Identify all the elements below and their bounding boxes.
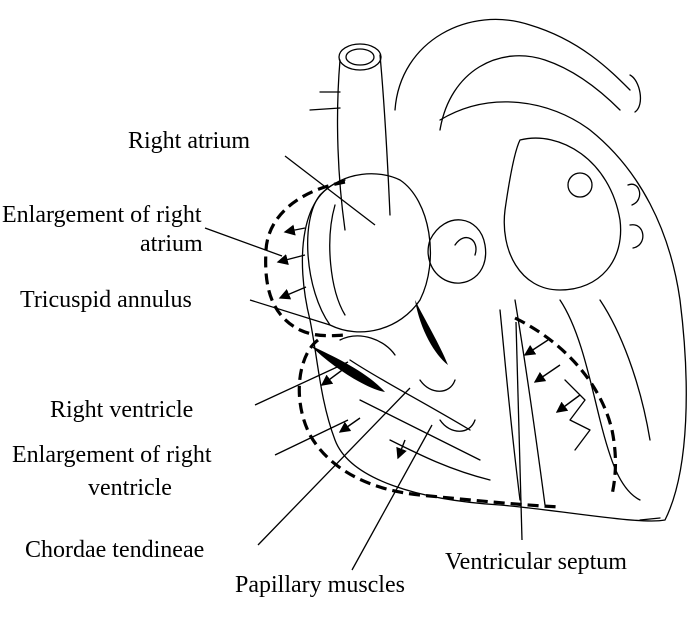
heart-outline xyxy=(301,18,687,522)
atrium-enlargement-outline xyxy=(264,180,346,338)
label-enlargement-atrium-line2: atrium xyxy=(140,231,203,257)
ventricle-enlargement-outline xyxy=(297,338,561,509)
leader-lines xyxy=(204,155,523,571)
label-ventricular-septum: Ventricular septum xyxy=(445,549,627,575)
label-right-ventricle: Right ventricle xyxy=(50,397,193,423)
label-enlargement-ventricle-line2: ventricle xyxy=(88,475,172,501)
septum-shift-outline xyxy=(514,316,618,496)
label-enlargement-atrium-line1: Enlargement of right xyxy=(2,202,202,228)
label-tricuspid-annulus: Tricuspid annulus xyxy=(20,287,192,313)
label-papillary-muscles: Papillary muscles xyxy=(235,572,405,598)
label-right-atrium: Right atrium xyxy=(128,128,250,154)
label-enlargement-ventricle-line1: Enlargement of right xyxy=(12,442,212,468)
label-chordae-tendineae: Chordae tendineae xyxy=(25,537,204,563)
enlargement-arrows xyxy=(276,224,581,460)
